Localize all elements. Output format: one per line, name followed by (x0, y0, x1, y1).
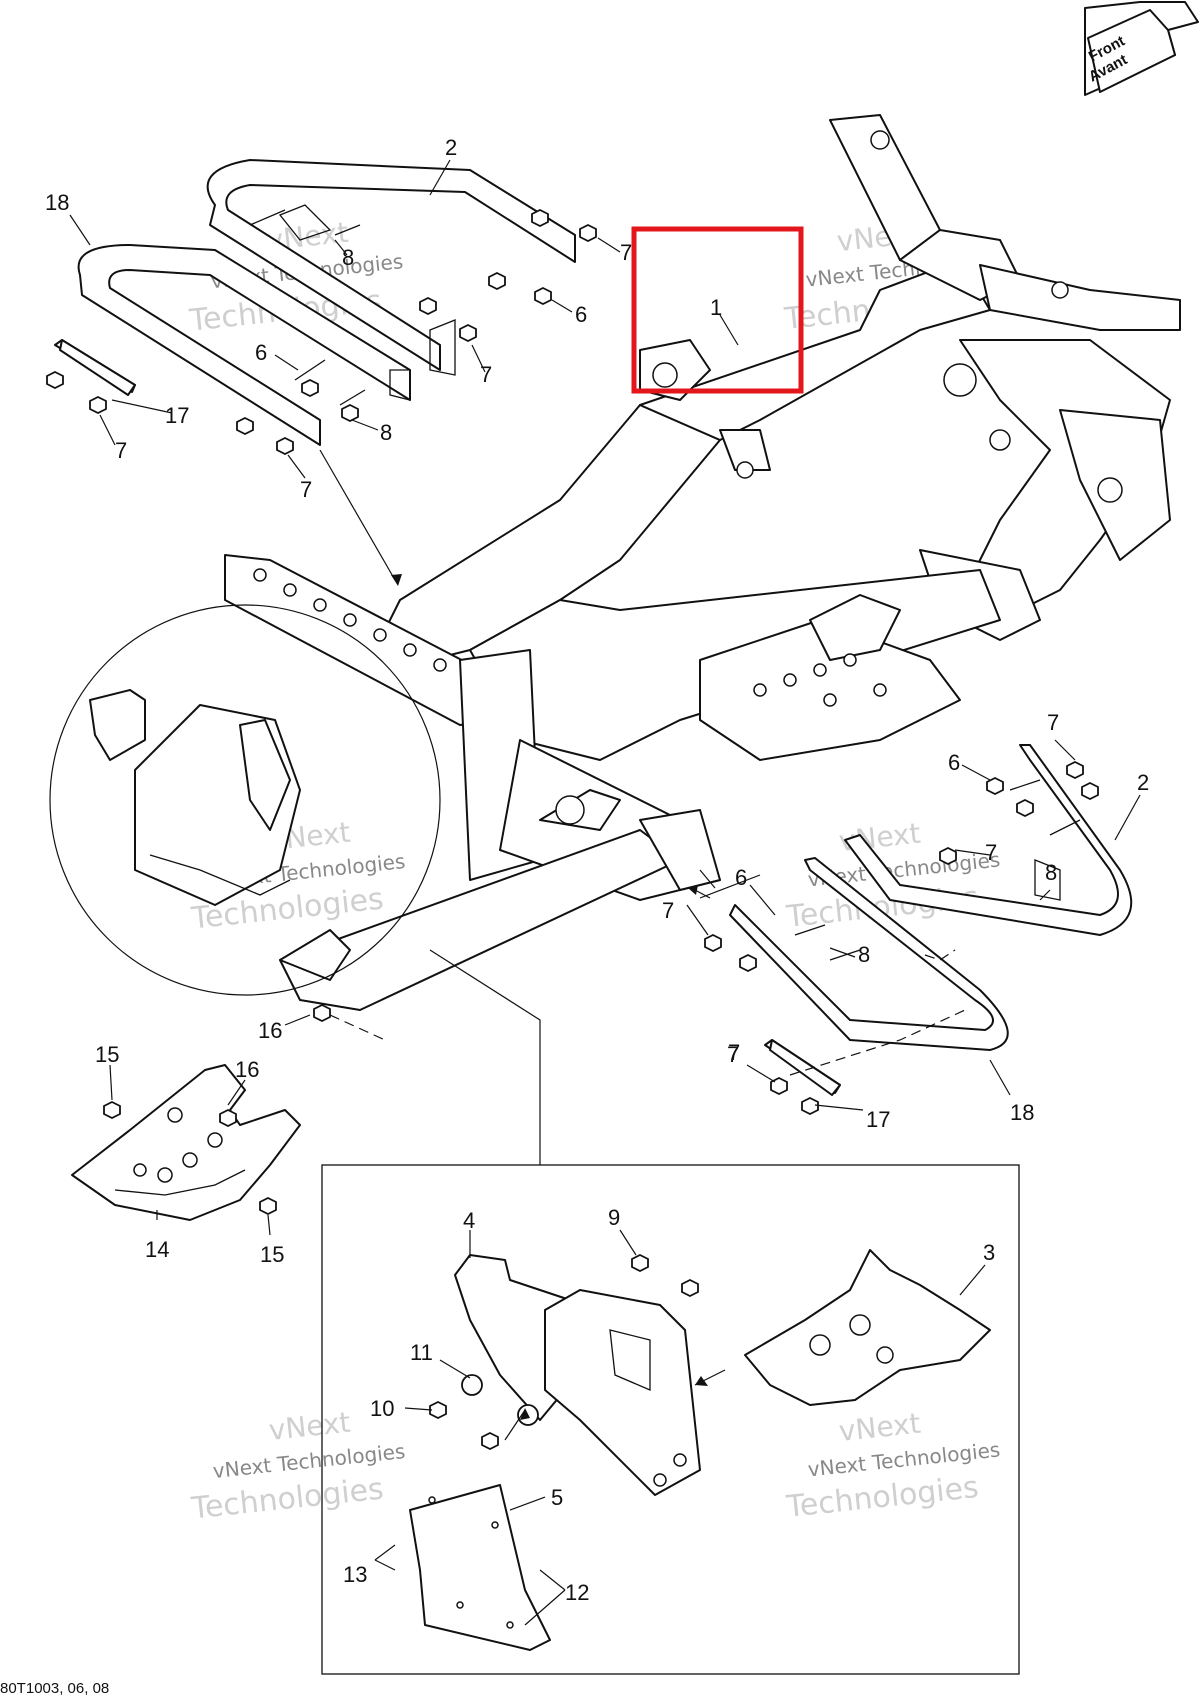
front-bumper-lower-part-18 (729, 857, 1009, 1051)
front-bumper-part-2 (844, 744, 1133, 936)
skid-plate-part-14 (71, 1064, 301, 1221)
callout-12: 12 (565, 1580, 589, 1605)
rear-bumper-lower-part-18 (77, 244, 411, 446)
fasteners (46, 208, 1099, 1451)
callout-9: 9 (608, 1205, 620, 1230)
callout-7-h: 7 (728, 1040, 740, 1065)
callout-7-c: 7 (115, 438, 127, 463)
callout-7-e: 7 (1047, 710, 1059, 735)
assembly-arrows (391, 574, 711, 1420)
callout-15-b: 15 (260, 1242, 284, 1267)
callout-6-a: 6 (575, 302, 587, 327)
callout-labels: 1 2 18 8 7 6 7 6 7 17 7 8 7 7 6 2 7 6 8 … (45, 135, 1149, 1605)
callout-4: 4 (463, 1208, 475, 1233)
callout-2-top: 2 (445, 135, 457, 160)
callout-1: 1 (710, 295, 722, 320)
callout-5: 5 (551, 1485, 563, 1510)
callout-17-top: 17 (165, 403, 189, 428)
callout-6-c: 6 (948, 750, 960, 775)
callout-3: 3 (983, 1240, 995, 1265)
bracket-part-17-bottom (764, 1039, 841, 1096)
skid-plate-part-3 (744, 1249, 991, 1406)
assembly-dashed-lines (329, 949, 966, 1076)
svg-text:vNext: vNext (837, 1407, 922, 1448)
highlight-box-part-1 (631, 226, 804, 394)
main-frame-part-1 (224, 114, 1181, 1011)
callout-18-bottom: 18 (1010, 1100, 1034, 1125)
callout-8-mid: 8 (380, 420, 392, 445)
svg-text:vNext: vNext (267, 1406, 352, 1447)
callout-8-bottom: 8 (858, 942, 870, 967)
bracket-part-4 (454, 1254, 701, 1496)
callout-11: 11 (410, 1340, 433, 1365)
plate-part-5 (409, 1484, 551, 1651)
callout-7-i: 7 (727, 1042, 739, 1067)
callout-7-g: 7 (662, 898, 674, 923)
callout-6-d: 6 (735, 865, 747, 890)
drawing-reference-code: 80T1003, 06, 08 (0, 1680, 109, 1697)
callout-7-f: 7 (985, 840, 997, 865)
callout-8-right: 8 (1045, 860, 1057, 885)
callout-10: 10 (370, 1396, 394, 1421)
front-direction-arrow: Front Avant (1084, 1, 1199, 96)
watermark-bottom-right: vNext vNext Technologies Technologies (784, 1407, 1001, 1525)
callout-18-top: 18 (45, 190, 69, 215)
callout-6-b: 6 (255, 340, 267, 365)
callout-14: 14 (145, 1237, 169, 1262)
rear-bumper-top-part-2 (206, 159, 576, 376)
callout-17-bottom: 17 (866, 1107, 890, 1132)
callout-7-d: 7 (300, 477, 312, 502)
callout-16-b: 16 (235, 1057, 259, 1082)
callout-8-top: 8 (342, 245, 354, 270)
inset-detail-box (321, 1164, 1020, 1675)
callout-2-right: 2 (1137, 770, 1149, 795)
callout-7-a: 7 (620, 240, 632, 265)
bracket-part-17-top (54, 339, 136, 396)
detail-circle (49, 604, 441, 996)
callout-7-b: 7 (480, 362, 492, 387)
leader-lines (69, 159, 1141, 1626)
callout-16-a: 16 (258, 1018, 282, 1043)
callout-15-a: 15 (95, 1042, 119, 1067)
callout-13: 13 (343, 1562, 367, 1587)
